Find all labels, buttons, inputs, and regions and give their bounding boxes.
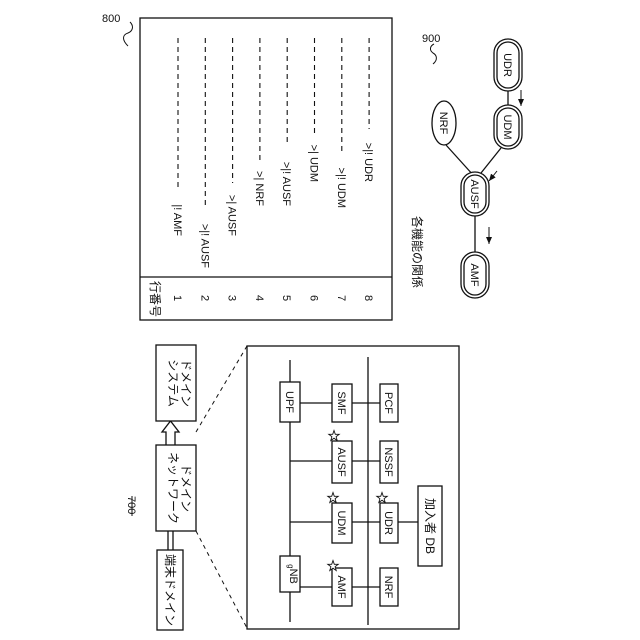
udm-label: UDM bbox=[335, 510, 347, 535]
subscriber-db-label: 加入者 DB bbox=[423, 498, 437, 554]
figure-900-ref: 900 bbox=[422, 33, 440, 45]
pcf-label: PCF bbox=[382, 392, 394, 414]
code-row-text: >| UDM bbox=[308, 145, 320, 182]
code-row-number: 6 bbox=[308, 295, 320, 301]
figure-900-leader bbox=[430, 44, 436, 64]
zoom-guide-top bbox=[196, 346, 247, 432]
edge-ausf-udm bbox=[481, 148, 501, 173]
code-row-text: >| NRF bbox=[253, 171, 265, 206]
smf-label: SMF bbox=[335, 391, 347, 415]
code-row-number: 4 bbox=[253, 295, 265, 301]
line-number-header: 行番号 bbox=[148, 281, 162, 317]
figure-800-ref: 800 bbox=[102, 13, 120, 25]
code-row-number: 2 bbox=[198, 295, 210, 301]
figure-800: 800 行番号 1 |! AMF 2 >|! AUSF 3 >| AUSF 4 >| NRF 5… bbox=[102, 13, 392, 320]
node-amf-label: AMF bbox=[468, 263, 480, 287]
code-row-number: 7 bbox=[335, 295, 347, 301]
nssf-label: NSSF bbox=[382, 447, 394, 477]
code-row-text: >| AUSF bbox=[226, 195, 238, 236]
system-domain-label-line1: システム bbox=[166, 359, 180, 407]
code-row-text: >|! UDR bbox=[362, 143, 374, 182]
upf-label: UPF bbox=[283, 391, 295, 413]
network-domain-label-line2: ドメイン bbox=[179, 464, 193, 512]
amf-label: AMF bbox=[335, 575, 347, 599]
zoom-guide-bottom bbox=[196, 531, 247, 628]
code-row-text: >|! AUSF bbox=[198, 224, 210, 268]
figure-900: 900 各機能の関係 NRF AUSF AMF UDM UDR bbox=[410, 33, 522, 298]
figure-700: 700 端末ドメイン ネットワーク ドメイン システム ドメイン bbox=[125, 345, 459, 630]
code-row-number: 1 bbox=[171, 295, 183, 301]
ausf-label: AUSF bbox=[335, 447, 347, 477]
code-row-number: 3 bbox=[226, 295, 238, 301]
system-domain-label-line2: ドメイン bbox=[179, 359, 193, 407]
code-row-text: |! AMF bbox=[171, 204, 183, 236]
relationship-caption: 各機能の関係 bbox=[410, 216, 425, 288]
node-ausf-label: AUSF bbox=[468, 179, 480, 209]
network-domain-label-line1: ネットワーク bbox=[166, 452, 180, 524]
node-udm-label: UDM bbox=[501, 114, 513, 139]
code-row-text: >|! UDM bbox=[335, 168, 347, 208]
network-system-arrow bbox=[162, 421, 179, 445]
node-nrf-label: NRF bbox=[437, 112, 449, 135]
code-row-text: >|! AUSF bbox=[280, 162, 292, 206]
arrow-udm-to-ausf bbox=[489, 171, 497, 181]
nrf-label: NRF bbox=[382, 576, 394, 599]
terminal-domain-label: 端末ドメイン bbox=[163, 554, 177, 626]
code-row-number: 8 bbox=[362, 295, 374, 301]
code-row-number: 5 bbox=[280, 295, 292, 301]
figure-800-leader bbox=[124, 22, 133, 46]
figure-700-ref: 700 bbox=[125, 496, 137, 514]
node-udr-label: UDR bbox=[501, 53, 513, 77]
edge-nrf-ausf bbox=[446, 145, 474, 176]
udr-label: UDR bbox=[382, 511, 394, 535]
